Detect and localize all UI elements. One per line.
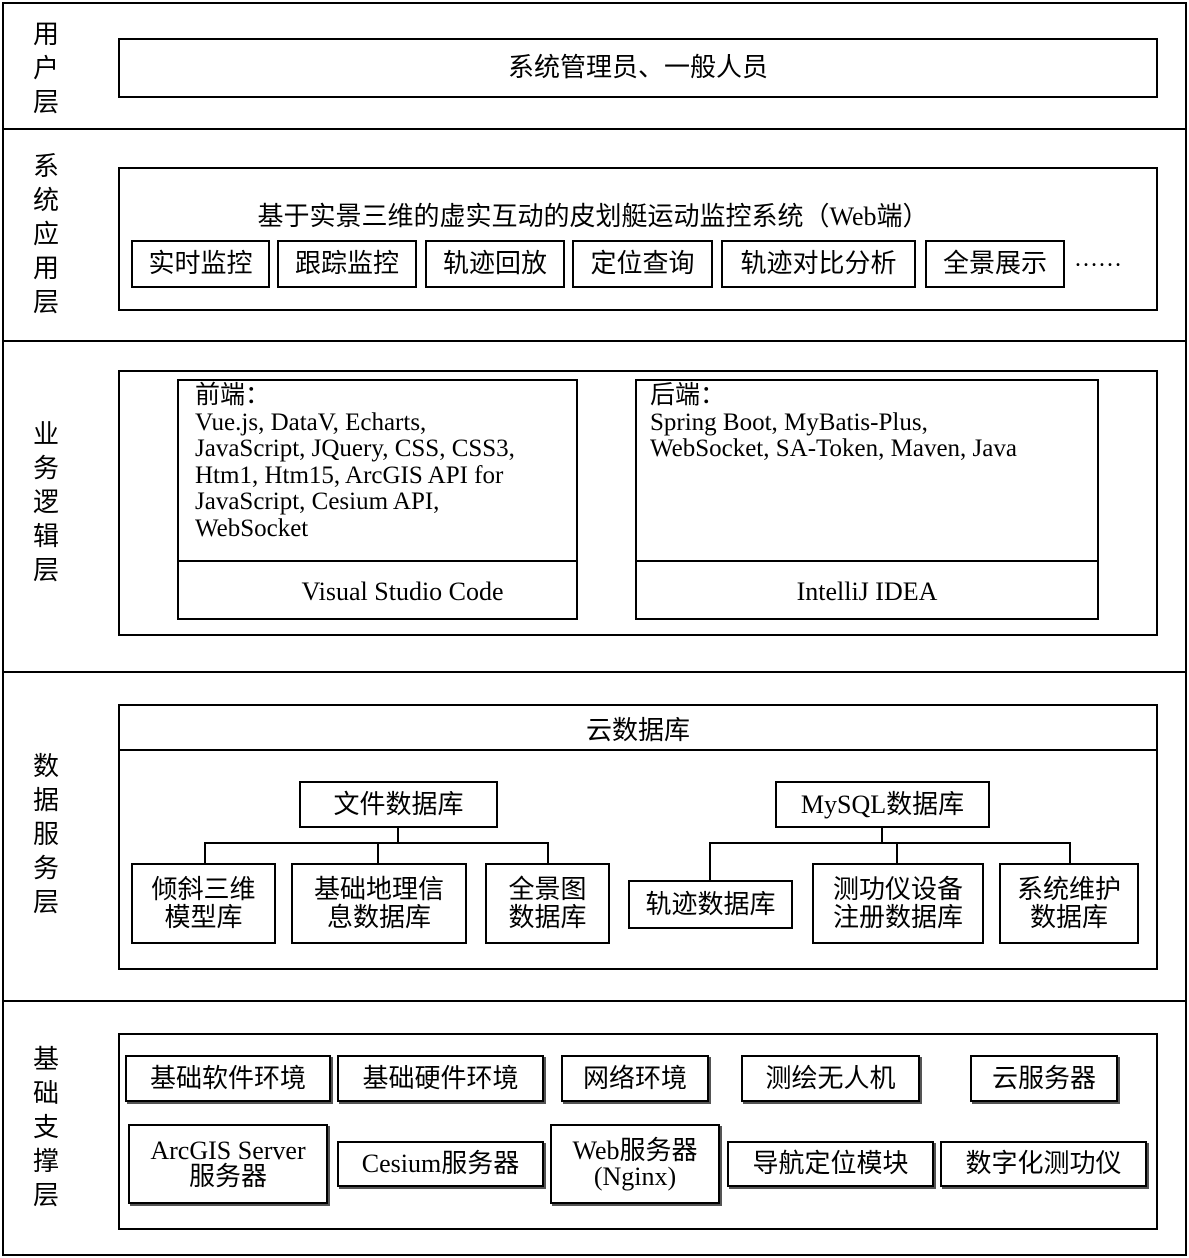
file-db-box: 文件数据库 [299,781,498,828]
tech-stack-line: JavaScript, JQuery, CSS, CSS3, [195,435,515,462]
connector [204,842,549,844]
infra-item: 数字化测功仪 [940,1141,1147,1187]
infra-item-label: Cesium服务器 [361,1149,520,1178]
file-db-child-label: 倾斜三维 [151,874,256,904]
module-box-label: 全景展示 [942,249,1047,278]
business-box [118,370,1158,636]
infra-item-label: 网络环境 [582,1063,687,1093]
mysql-db-child-label: 注册数据库 [832,902,963,932]
infra-item: 基础软件环境 [125,1055,331,1102]
module-box: 跟踪监控 [277,240,417,288]
module-box: 实时监控 [131,240,270,288]
tech-stack-line: Vue.js, DataV, Echarts, [195,408,427,436]
infra-item-label: 基础软件环境 [149,1063,306,1093]
connector [1069,842,1071,864]
infra-item-label: 导航定位模块 [752,1149,909,1178]
user-layer-label: 用户层 [32,20,59,117]
mysql-db-label: MySQL数据库 [800,789,965,819]
mysql-db-child: 系统维护数据库 [999,863,1139,944]
cloud-db-box [118,704,1158,970]
backend-ide: IntelliJ IDEA [796,577,938,606]
frontend-box: 前端： Vue.js, DataV, Echarts,JavaScript, J… [177,379,578,620]
system-title: 基于实景三维的虚实互动的皮划艇运动监控系统（Web端） [257,202,929,231]
mysql-db-child-label: 轨迹数据库 [645,889,776,919]
infra-item-label: 数字化测功仪 [965,1149,1122,1178]
tech-stack-line: WebSocket, SA-Token, Maven, Java [650,435,1017,462]
mysql-db-child-label: 系统维护 [1016,874,1121,904]
connector [709,842,1071,844]
file-db-child-label: 数据库 [508,902,587,932]
infra-item: 基础硬件环境 [337,1055,544,1102]
module-box: 定位查询 [572,240,713,288]
infrastructure-layer-label: 基础支撑层 [32,1045,59,1210]
infra-item-label: 服务器 [188,1162,267,1191]
tech-stack-line: Htm1, Htm15, ArcGIS API for [195,461,504,489]
file-db-child-label: 模型库 [164,902,243,932]
backend-box: 后端： Spring Boot, MyBatis-Plus,WebSocket,… [635,379,1099,620]
mysql-db-child-label: 测功仪设备 [832,874,963,904]
backend-heading: 后端： [650,382,726,409]
mysql-db-child: 轨迹数据库 [628,880,793,929]
modules-ellipsis: …… [1074,246,1122,272]
connector [547,842,549,864]
user-roles-text: 系统管理员、一般人员 [507,53,768,82]
connector [709,842,711,881]
data-layer-label: 数据服务层 [32,752,59,917]
tech-stack-line: Spring Boot, MyBatis-Plus, [650,408,928,436]
infra-item-label: 测绘无人机 [765,1063,896,1093]
module-box-label: 跟踪监控 [294,249,399,278]
infra-item-label: 云服务器 [991,1063,1096,1093]
tech-stack-line: WebSocket [195,514,309,542]
system-box [118,167,1158,311]
file-db-child-label: 基础地理信 [313,874,444,904]
infra-item-label: ArcGIS Server [150,1136,306,1165]
infrastructure-box [118,1033,1158,1230]
module-box-label: 实时监控 [148,249,253,278]
application-layer-label: 系统应用层 [32,152,59,317]
mysql-db-child: 测功仪设备注册数据库 [812,863,984,944]
infra-item-label: 基础硬件环境 [362,1063,519,1093]
infra-item: Cesium服务器 [337,1141,544,1187]
business-layer-label: 业务逻辑层 [32,420,59,585]
module-box-label: 轨迹对比分析 [740,249,897,278]
module-box-label: 轨迹回放 [442,249,547,278]
file-db-child-label: 全景图 [508,874,587,904]
file-db-child: 全景图数据库 [485,863,610,944]
module-box: 轨迹对比分析 [721,240,916,288]
mysql-db-box: MySQL数据库 [775,781,990,828]
infra-item: Web服务器(Nginx) [550,1124,720,1204]
cloud-db-title: 云数据库 [585,716,690,745]
module-box-label: 定位查询 [590,249,695,278]
connector [397,827,399,844]
user-roles-box: 系统管理员、一般人员 [118,38,1158,98]
module-box: 轨迹回放 [425,240,565,288]
infra-item-label: Web服务器 [572,1136,698,1165]
frontend-heading: 前端： [195,382,271,409]
connector [881,827,883,844]
mysql-db-child-label: 数据库 [1029,902,1108,932]
infra-item: 测绘无人机 [741,1055,920,1102]
infra-item: 网络环境 [561,1055,709,1102]
file-db-child: 倾斜三维模型库 [131,863,276,944]
connector [896,842,898,864]
frontend-ide: Visual Studio Code [301,577,504,606]
infra-item-label: (Nginx) [593,1162,677,1191]
file-db-label: 文件数据库 [333,789,464,819]
infra-item: 导航定位模块 [727,1141,934,1187]
module-box: 全景展示 [925,240,1065,288]
connector [204,842,206,864]
infrastructure-layer [2,1000,1187,1256]
connector [377,842,379,864]
file-db-child: 基础地理信息数据库 [291,863,467,944]
tech-stack-line: JavaScript, Cesium API, [195,488,440,515]
infra-item: 云服务器 [970,1055,1118,1102]
file-db-child-label: 息数据库 [326,902,431,932]
